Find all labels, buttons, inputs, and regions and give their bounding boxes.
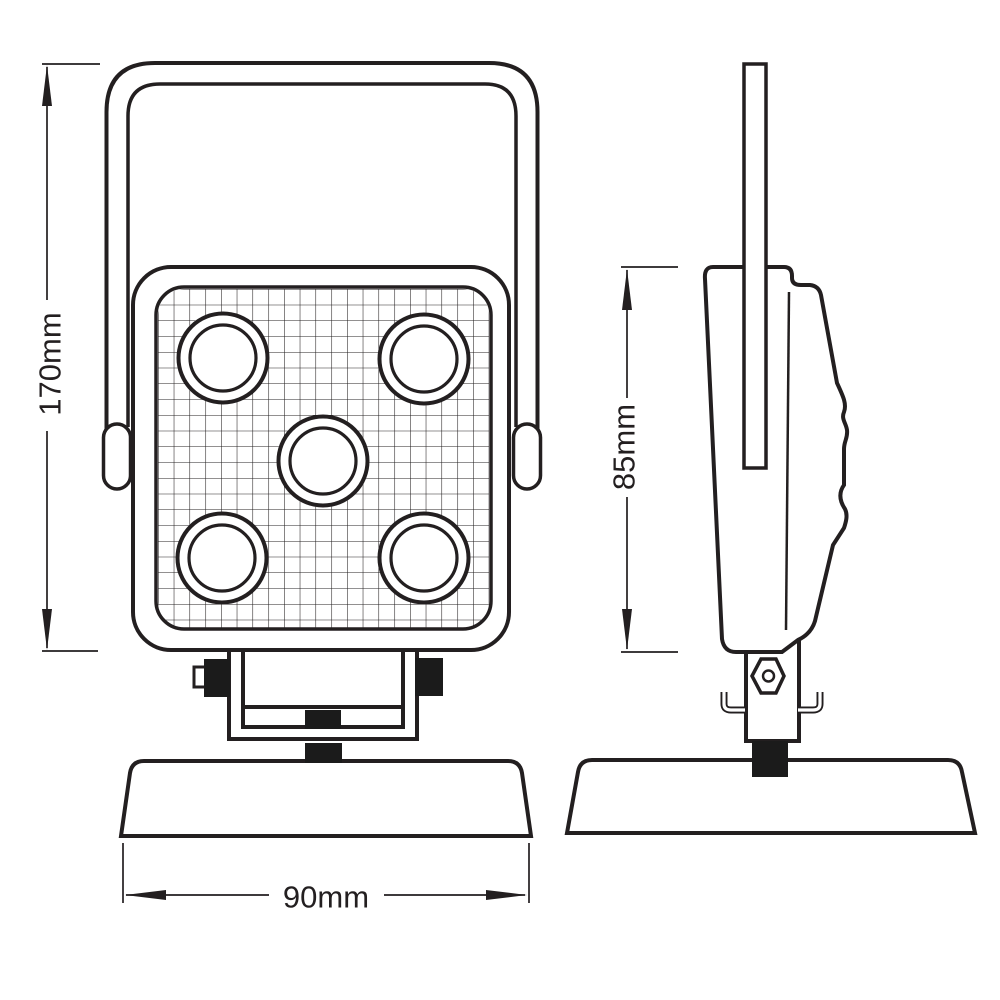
body-height-label: 85mm <box>606 403 642 491</box>
arrow-up-icon <box>622 269 632 310</box>
magnetic-base-side <box>564 758 978 835</box>
dim-overall-height <box>42 63 100 652</box>
hex-nut <box>750 657 786 695</box>
hook-right <box>798 692 824 714</box>
carry-handle-side <box>742 62 768 470</box>
mounting-hooks <box>720 692 824 714</box>
mesh-frame <box>154 285 493 631</box>
handle-inner-line <box>126 82 518 427</box>
led-bottom-right <box>377 511 471 605</box>
arrow-down-icon <box>622 609 632 650</box>
dimension-annotations <box>42 63 678 903</box>
arrow-down-icon <box>42 609 52 650</box>
overall-height-label: 170mm <box>32 312 68 416</box>
led-center <box>276 414 370 508</box>
led-top-right <box>377 312 471 406</box>
front-view <box>101 61 543 838</box>
led-top-left <box>176 311 270 405</box>
lens-edge-line <box>784 291 791 631</box>
pivot-bolt <box>305 710 341 729</box>
handle-pivot-right <box>511 422 543 491</box>
handle-pivot-left <box>101 422 133 491</box>
carry-handle-front <box>101 61 543 491</box>
hook-left-inner <box>722 692 745 712</box>
hex-nut-body <box>750 657 786 695</box>
magnetic-base-front <box>118 759 534 838</box>
base-width-label: 90mm <box>282 879 370 915</box>
led-array <box>175 311 471 605</box>
magnet-stem-side <box>752 741 788 777</box>
tighten-knob-left <box>204 659 230 697</box>
hook-left <box>720 692 745 714</box>
arrow-right-icon <box>486 890 527 900</box>
magnet-stem-front <box>305 743 342 763</box>
dim-body-height <box>621 266 678 653</box>
side-view <box>564 62 978 835</box>
hook-right-inner <box>798 692 822 712</box>
tighten-knob-right <box>415 658 443 696</box>
arrow-up-icon <box>42 65 52 106</box>
led-bottom-left <box>175 511 269 605</box>
pivot-bracket-front <box>192 650 443 741</box>
dim-base-width <box>122 843 530 903</box>
handle-outer-line <box>104 61 540 455</box>
lamp-body-side <box>702 265 850 654</box>
hex-nut-hole <box>761 669 776 683</box>
arrow-left-icon <box>125 890 166 900</box>
